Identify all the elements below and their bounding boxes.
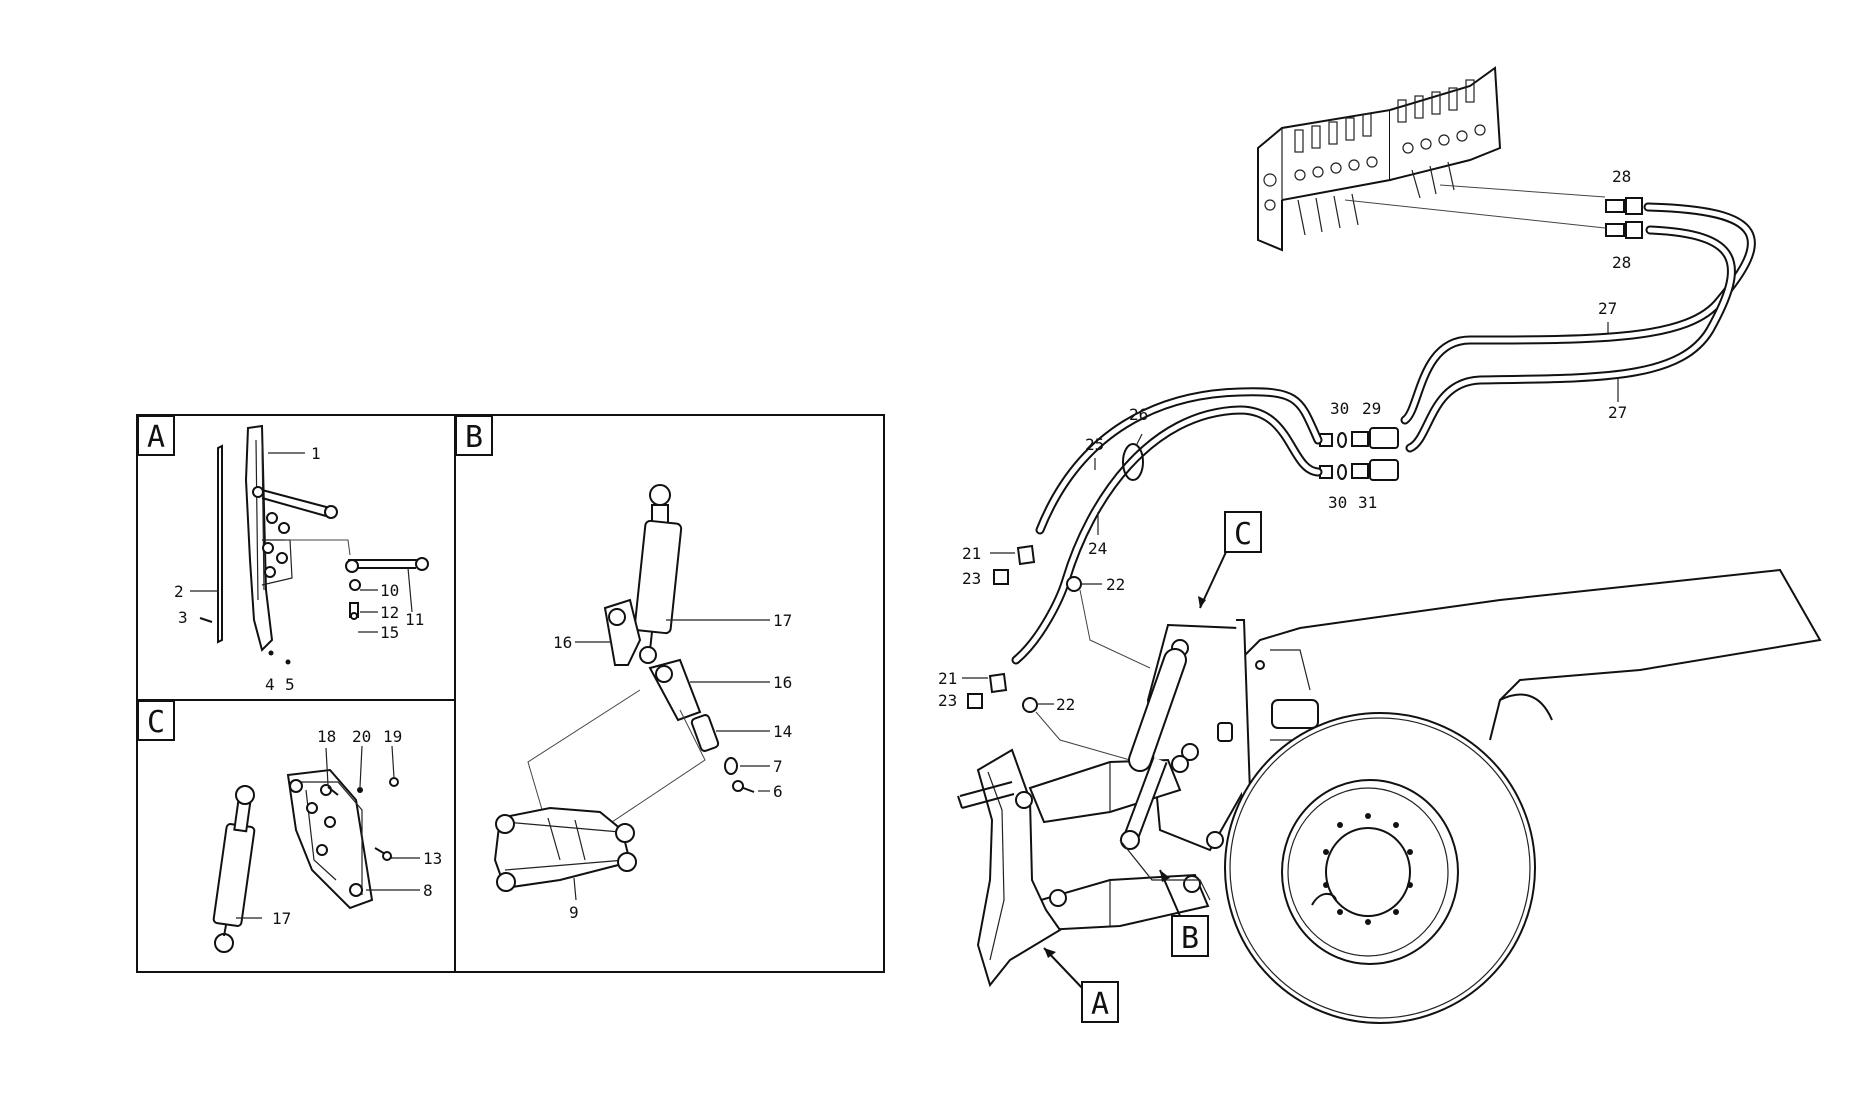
part-number-8: 8 [423,881,433,900]
section-label-c: C [147,705,165,740]
callout-label-b: B [1181,921,1199,956]
part-number-20: 20 [352,727,371,746]
callout-label-a: A [1091,987,1109,1022]
part-number-27-b: 27 [1608,403,1627,422]
part-number-23-a: 23 [962,569,981,588]
callout-label-c: C [1234,517,1252,552]
panel-c-bracket-assembly: 17 18 19 20 13 8 [212,727,442,953]
part-number-18: 18 [317,727,336,746]
part-number-12: 12 [380,603,399,622]
part-number-10: 10 [380,581,399,600]
main-assembly: 27 27 28 28 30 29 30 31 [938,66,1822,1024]
part-number-16-b: 16 [773,673,792,692]
part-number-7: 7 [773,757,783,776]
part-number-16-a: 16 [553,633,572,652]
fittings-29-31: 30 29 30 31 [1319,399,1399,512]
section-tag-b: B [455,415,493,456]
part-number-30-b: 30 [1328,493,1347,512]
inset-panels: A B C [136,414,885,973]
part-number-14: 14 [773,722,792,741]
inset-frame [136,414,885,973]
part-number-17-c: 17 [272,909,291,928]
section-label-a: A [147,420,165,455]
fittings-lower: 21 23 22 [938,669,1131,761]
section-tag-a: A [137,415,175,456]
section-tag-c: C [137,700,175,741]
part-number-11: 11 [405,610,424,629]
part-number-21-b: 21 [938,669,957,688]
part-number-24: 24 [1088,539,1107,558]
part-number-17-b: 17 [773,611,792,630]
part-number-6: 6 [773,782,783,801]
part-number-2: 2 [174,582,184,601]
part-number-28-b: 28 [1612,253,1631,272]
part-number-29: 29 [1362,399,1381,418]
part-number-4: 4 [265,675,275,694]
part-number-21-a: 21 [962,544,981,563]
part-number-28-a: 28 [1612,167,1631,186]
part-number-1: 1 [311,444,321,463]
part-number-22-b: 22 [1056,695,1075,714]
control-valve-block [1257,66,1502,252]
callout-c: C [1198,511,1262,609]
panel-a-blade-assembly: 1 2 3 4 5 10 11 12 15 [174,424,429,694]
section-label-b: B [465,420,483,455]
part-number-27-a: 27 [1598,299,1617,318]
callout-b: B [1159,869,1209,957]
part-number-3: 3 [178,608,188,627]
part-number-13: 13 [423,849,442,868]
part-number-19: 19 [383,727,402,746]
part-number-5: 5 [285,675,295,694]
wheel [1224,712,1536,1024]
part-number-15: 15 [380,623,399,642]
part-number-22-a: 22 [1106,575,1125,594]
part-number-26: 26 [1129,405,1148,424]
fittings-upper: 21 23 22 [962,544,1151,669]
part-number-9: 9 [569,903,579,922]
callout-a: A [1043,947,1119,1023]
part-number-30-a: 30 [1330,399,1349,418]
part-number-31: 31 [1358,493,1377,512]
fittings-28: 28 28 [1605,167,1643,272]
part-number-23-b: 23 [938,691,957,710]
part-number-25: 25 [1085,435,1104,454]
panel-b-cylinder-assembly: 17 16 16 14 7 6 9 [493,484,792,922]
